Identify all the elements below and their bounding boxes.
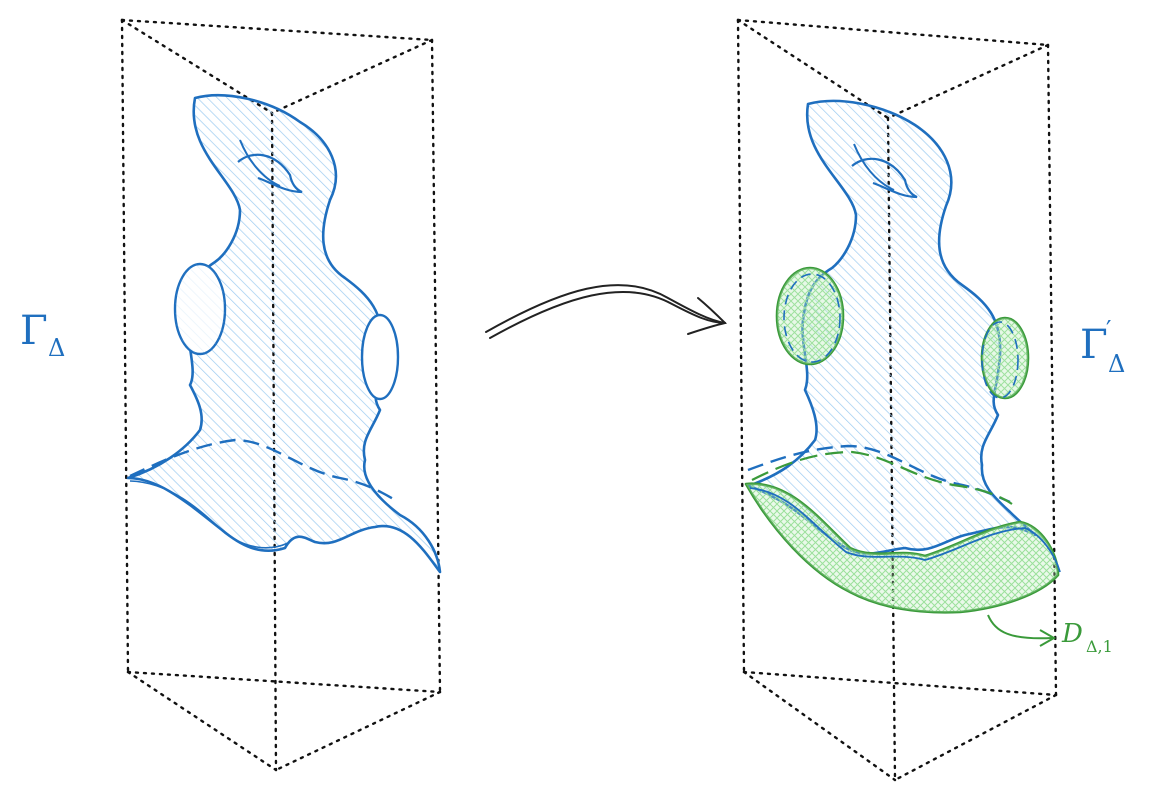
delta-subscript: Δ (48, 334, 65, 362)
d-subscript: Δ,1 (1086, 637, 1113, 656)
label-d-delta-1: D Δ,1 (1061, 619, 1113, 656)
green-disks (744, 266, 1061, 647)
d-glyph: D (1061, 619, 1083, 649)
gamma-prime-glyph: Γ (1080, 322, 1108, 368)
prime-mark: ′ (1106, 316, 1111, 344)
left-surface (126, 94, 442, 574)
delta-subscript-right: Δ (1108, 350, 1125, 378)
gamma-glyph: Γ (20, 308, 48, 354)
label-gamma-prime-delta: Γ ′ Δ (1080, 316, 1125, 378)
transform-arrow (485, 284, 727, 339)
label-gamma-delta: Γ Δ (20, 308, 65, 362)
